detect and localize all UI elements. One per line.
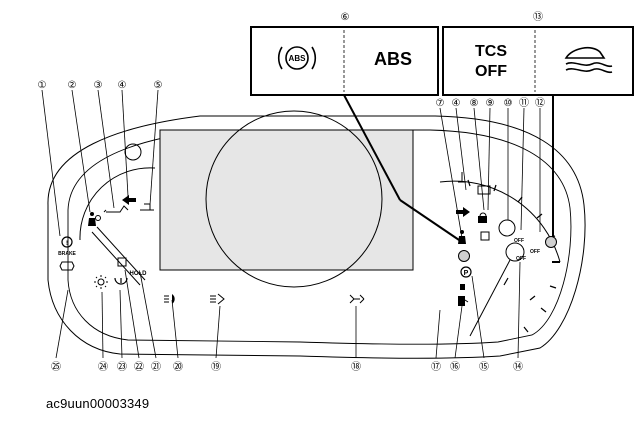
turn-right-arrow-icon: [456, 207, 470, 217]
callout-connectors: [41, 89, 541, 359]
sun-icon: [94, 275, 108, 289]
security-icon: [478, 212, 487, 223]
callout-6: ⑥: [341, 12, 350, 23]
battery-icon: [477, 185, 491, 195]
abs-icon-text: ABS: [289, 54, 307, 63]
callout-14: ⑭: [513, 361, 523, 373]
abs-panel: ABS ABS: [250, 26, 439, 201]
callout-top-4b: ④: [452, 98, 461, 109]
callout-17: ⑰: [431, 361, 441, 373]
callout-top-11: ⑪: [519, 97, 529, 109]
tpms-icon: [114, 277, 128, 285]
callout-top-1: ①: [38, 80, 47, 91]
hold-indicator: HOLD: [117, 257, 148, 277]
callouts-top: ① ② ③ ④ ⑤ ⑦ ④ ⑧ ⑨ ⑩ ⑪ ⑫: [38, 80, 545, 109]
callout-13: ⑬: [533, 11, 543, 23]
brake-label: BRAKE: [58, 251, 76, 257]
callout-top-3: ③: [94, 80, 103, 91]
tcs-panel: TCS OFF: [442, 26, 634, 96]
off-label-b: OFF: [530, 249, 540, 255]
callout-15: ⑮: [479, 361, 489, 373]
center-gauge-circle: [205, 110, 383, 288]
panel-leaders: [399, 95, 554, 243]
left-gauge-hub: [498, 219, 516, 237]
figure-caption: ac9uun00003349: [46, 396, 150, 411]
brake-warning-icon: ! BRAKE: [58, 236, 77, 257]
oil-pressure-icon: [103, 205, 129, 213]
abs-circle-icon: ABS: [277, 46, 317, 70]
callout-top-7: ⑦: [436, 98, 445, 109]
right-gauge-ticks: [467, 179, 560, 333]
callout-top-9: ⑨: [486, 98, 495, 109]
tcs-indicator-marker: [545, 236, 557, 248]
airbag-icon: [88, 212, 101, 226]
callout-top-12: ⑫: [535, 97, 545, 109]
headlight-icon: [164, 294, 175, 304]
hold-label: HOLD: [130, 271, 148, 277]
tcs-line1: TCS: [475, 43, 507, 60]
coolant-temp-icon-right: [458, 172, 466, 183]
callout-23: ㉓: [117, 361, 127, 373]
callout-22: ㉒: [134, 361, 144, 373]
abs-indicator-marker: [458, 250, 470, 262]
callout-18: ⑱: [351, 361, 361, 373]
high-beam-icon: [210, 293, 225, 305]
parking-label: P: [464, 270, 469, 277]
check-engine-icon: [59, 261, 75, 271]
abs-text: ABS: [374, 49, 412, 69]
left-gauge-needle-2: [96, 226, 146, 281]
callout-top-4: ④: [118, 80, 127, 91]
callout-top-10: ⑩: [504, 98, 513, 109]
parking-brake-icon: P: [460, 266, 472, 278]
callout-top-2: ②: [68, 80, 77, 91]
skid-car-icon: [564, 46, 613, 74]
svg-text:!: !: [66, 241, 68, 247]
off-label-c: OFF: [516, 256, 526, 262]
turn-left-arrow-icon: [122, 195, 136, 205]
callout-top-8: ⑧: [470, 98, 479, 109]
door-open-icon: [480, 231, 490, 241]
callouts-bottom: ㉕ ㉔ ㉓ ㉒ ㉑ ⑳ ⑲ ⑱ ⑰ ⑯ ⑮ ⑭: [51, 361, 523, 373]
seatbelt-icon: [458, 230, 466, 244]
right-gauge-needle: [469, 259, 511, 337]
center-display: [159, 129, 414, 271]
off-indicators: OFF OFF OFF: [514, 238, 540, 262]
tcs-line2: OFF: [475, 63, 507, 80]
fog-light-icon: [349, 294, 365, 304]
coolant-temp-icon: [140, 203, 154, 211]
trip-reset-knob: [124, 143, 142, 161]
callout-top-5: ⑤: [154, 80, 163, 91]
off-label-a: OFF: [514, 238, 524, 244]
callout-21: ㉑: [151, 361, 161, 373]
callout-20: ⑳: [173, 361, 183, 373]
callout-25: ㉕: [51, 361, 61, 373]
left-gauge-needle: [91, 231, 141, 286]
callout-19: ⑲: [211, 361, 221, 373]
low-fuel-pump-icon: [460, 284, 465, 290]
fuel-icon: [458, 296, 469, 306]
callout-16: ⑯: [450, 361, 460, 373]
callout-24: ㉔: [98, 361, 108, 373]
right-gauge-hub: [505, 242, 525, 262]
